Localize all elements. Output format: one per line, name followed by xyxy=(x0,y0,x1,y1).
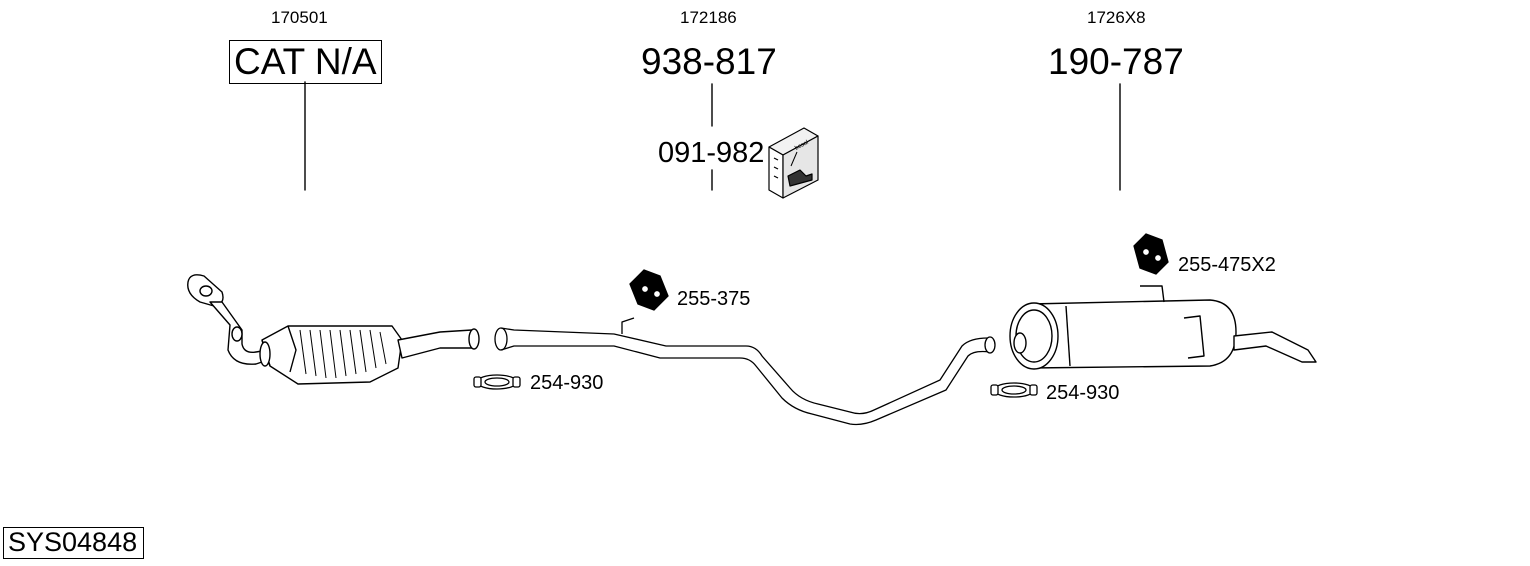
catalyst-part-number[interactable]: CAT N/A xyxy=(229,40,382,84)
clamp-front-part-number[interactable]: 254-930 xyxy=(530,372,604,394)
clamp-rear-part-number[interactable]: 254-930 xyxy=(1046,382,1120,404)
mounting-kit-part-number[interactable]: 091-982 xyxy=(658,137,765,169)
rear-silencer-drawing xyxy=(1009,285,1317,370)
catalytic-converter-drawing xyxy=(187,274,480,385)
hanger-middle-part-number[interactable]: 255-375 xyxy=(677,288,751,310)
middle-pipe-drawing xyxy=(494,317,996,426)
hanger-rear-part-number[interactable]: 255-475X2 xyxy=(1178,254,1276,276)
hanger-rear-icon xyxy=(1133,233,1169,275)
catalyst-ref-code: 170501 xyxy=(271,8,328,27)
hanger-middle-icon xyxy=(629,269,669,311)
rear-silencer-part-number[interactable]: 190-787 xyxy=(1048,41,1184,82)
clamp-front-icon xyxy=(473,374,521,390)
system-code: SYS04848 xyxy=(3,527,145,559)
middle-pipe-part-number[interactable]: 938-817 xyxy=(641,41,777,82)
rear-silencer-ref-code: 1726X8 xyxy=(1087,8,1146,27)
middle-pipe-ref-code: 172186 xyxy=(680,8,737,27)
mounting-kit-box-icon: bosal xyxy=(768,127,819,199)
clamp-rear-icon xyxy=(990,382,1038,398)
